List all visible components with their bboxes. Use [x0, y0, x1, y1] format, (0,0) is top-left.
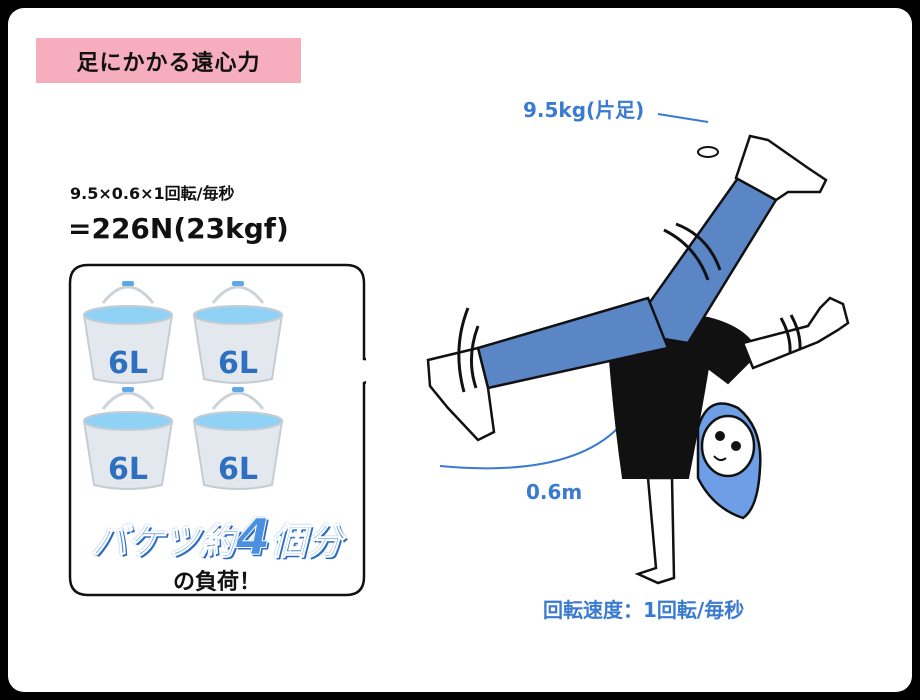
bucket-label-4: 6L [218, 452, 258, 487]
bucket-label-1: 6L [108, 346, 148, 381]
lower-foot [426, 346, 496, 442]
speech-bubble: 6L 6L 6L 6L [68, 263, 366, 597]
diagram-canvas: 足にかかる遠心力 9.5×0.6×1回転/毎秒 =226N(23kgf) 6L … [8, 8, 912, 692]
formula-line-2: =226N(23kgf) [68, 212, 289, 245]
bucket-icon: 6L [82, 281, 174, 384]
raised-arm [741, 296, 850, 370]
bucket-count-number: 4 [235, 508, 271, 567]
bucket-count-text: バケツ約4個分 [68, 508, 366, 567]
upper-foot [734, 134, 828, 202]
bucket-count-prefix: バケツ約 [91, 522, 236, 564]
face [700, 414, 756, 478]
bucket-label-3: 6L [108, 452, 148, 487]
bucket-count-suffix: 個分 [270, 522, 343, 564]
page-title: 足にかかる遠心力 [36, 38, 301, 83]
bucket-icon: 6L [82, 387, 174, 490]
radius-label: 0.6m [526, 480, 583, 504]
bucket-label-2: 6L [218, 346, 258, 381]
bucket-icon: 6L [192, 281, 284, 384]
bucket-icon: 6L [192, 387, 284, 490]
formula-line-1: 9.5×0.6×1回転/毎秒 [70, 184, 235, 203]
breakdancer-illustration [426, 113, 850, 585]
rotation-speed-label: 回転速度：1回転/毎秒 [543, 598, 745, 622]
load-text: の負荷！ [172, 570, 261, 595]
support-leg [634, 476, 676, 585]
mass-label: 9.5kg(片足) [523, 98, 645, 122]
mass-pointer-line [657, 113, 709, 123]
